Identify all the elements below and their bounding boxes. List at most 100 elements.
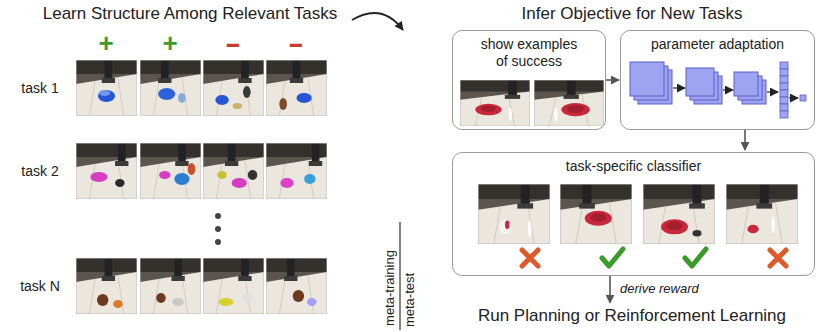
- photo-detail: [582, 94, 589, 126]
- photo-detail: [726, 184, 798, 199]
- check-mark: [685, 249, 706, 266]
- photo-thumbnail: [726, 184, 798, 244]
- photo-detail: [307, 298, 317, 306]
- photo-detail: [266, 258, 327, 272]
- node-label: Run Planning or Reinforcement Learning: [478, 306, 786, 326]
- photo-detail: [178, 143, 186, 163]
- photo-detail: [590, 213, 606, 222]
- photo-detail: [478, 184, 550, 199]
- photo-detail: [643, 184, 715, 244]
- photo-detail: [279, 98, 287, 110]
- photo-detail: [689, 203, 705, 208]
- node-label: parameter adaptation: [629, 36, 806, 53]
- network-layer: [630, 62, 664, 96]
- check-stroke: [602, 249, 623, 266]
- photo-detail: [245, 160, 251, 199]
- photo-detail: [216, 279, 222, 314]
- photo-detail: [140, 258, 201, 272]
- dense-layer-cell: [780, 90, 788, 97]
- photo-thumbnail: [203, 60, 264, 116]
- photo-detail: [76, 143, 137, 199]
- photo-detail: [726, 184, 798, 244]
- photo-detail: [659, 207, 666, 245]
- photo-detail: [218, 298, 233, 306]
- photo-thumbnail: [643, 184, 715, 244]
- photo-detail: [172, 298, 183, 306]
- photo-detail: [242, 293, 252, 303]
- photo-detail: [158, 78, 171, 83]
- photo-detail: [508, 80, 517, 96]
- photo-detail: [140, 157, 201, 199]
- photo-thumbnail: [460, 80, 530, 126]
- photo-detail: [182, 77, 188, 116]
- panel-title: Learn Structure Among Relevant Tasks: [43, 4, 338, 24]
- check-stroke: [685, 249, 706, 266]
- photo-detail: [478, 184, 550, 244]
- node-label: task-specific classifier: [461, 158, 806, 175]
- photo-detail: [534, 80, 604, 126]
- photo-detail: [475, 104, 501, 116]
- photo-detail: [266, 60, 327, 74]
- photo-detail: [97, 294, 108, 306]
- photo-detail: [509, 108, 512, 121]
- photo-detail: [140, 60, 201, 116]
- network-arrow: [767, 91, 778, 92]
- dense-layer-cell: [780, 97, 788, 104]
- photo-detail: [693, 230, 702, 236]
- photo-detail: [203, 258, 264, 314]
- photo-detail: [76, 60, 137, 116]
- photo-detail: [76, 157, 137, 199]
- photo-detail: [140, 60, 201, 116]
- photo-detail: [76, 74, 137, 116]
- photo-thumbnail: [140, 60, 201, 116]
- photo-detail: [534, 80, 604, 126]
- photo-detail: [478, 184, 550, 244]
- photo-detail: [290, 78, 303, 83]
- photo-detail: [158, 88, 175, 100]
- photo-detail: [159, 171, 170, 179]
- photo-detail: [266, 143, 327, 199]
- photo-detail: [182, 160, 188, 199]
- photo-detail: [293, 60, 301, 80]
- photo-detail: [76, 272, 137, 314]
- photo-detail: [508, 94, 515, 126]
- photo-detail: [203, 258, 264, 272]
- photo-detail: [178, 93, 186, 103]
- photo-detail: [287, 258, 295, 278]
- photo-detail: [105, 258, 113, 278]
- photo-detail: [460, 80, 530, 126]
- photo-detail: [215, 95, 228, 105]
- photo-detail: [140, 272, 201, 314]
- network-layer: [738, 76, 762, 100]
- photo-detail: [478, 199, 550, 244]
- photo-detail: [560, 184, 632, 244]
- photo-detail: [140, 60, 201, 74]
- photo-thumbnail: [140, 258, 201, 314]
- photo-detail: [726, 199, 798, 244]
- photo-detail: [266, 143, 327, 199]
- photo-detail: [89, 279, 95, 314]
- photo-detail: [203, 60, 264, 116]
- photo-detail: [560, 199, 632, 244]
- photo-detail: [217, 171, 227, 179]
- flow-arrow: [609, 276, 611, 303]
- photo-detail: [610, 202, 617, 244]
- dense-layer-cell: [780, 104, 788, 111]
- cross-mark: [522, 250, 538, 266]
- photo-detail: [308, 160, 314, 199]
- photo-detail: [534, 80, 604, 92]
- photo-detail: [643, 184, 715, 244]
- photo-detail: [521, 184, 530, 205]
- photo-detail: [238, 78, 251, 83]
- photo-detail: [118, 77, 124, 116]
- photo-detail: [76, 258, 137, 314]
- network-arrow: [673, 87, 685, 88]
- photo-detail: [232, 178, 247, 188]
- photo-detail: [102, 276, 115, 281]
- phase-label: meta-training: [383, 250, 398, 326]
- ellipsis-dot: [215, 213, 221, 219]
- photo-thumbnail: [478, 184, 550, 244]
- photo-detail: [266, 157, 327, 199]
- photo-detail: [309, 161, 322, 166]
- photo-thumbnail: [266, 60, 327, 116]
